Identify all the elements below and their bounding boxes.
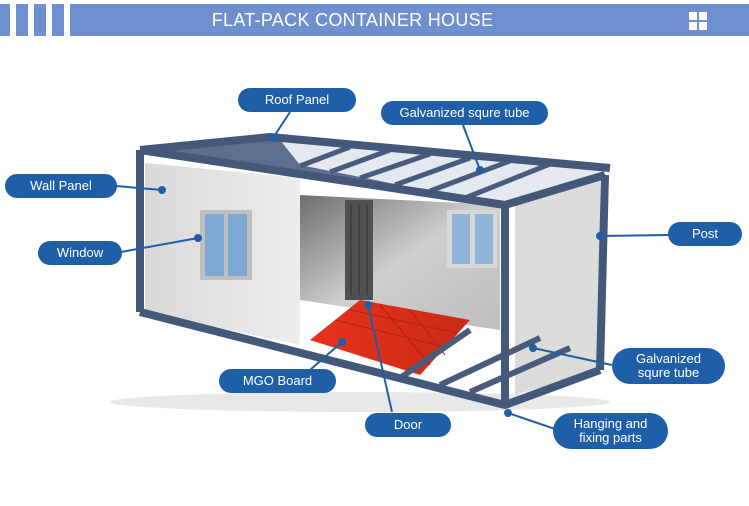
header-stripe	[34, 4, 46, 36]
label-roof-panel: Roof Panel	[238, 88, 356, 112]
roof-tubes	[299, 144, 551, 201]
header-stripe	[16, 4, 28, 36]
header-stripe	[52, 4, 64, 36]
roof-open-area	[280, 140, 610, 205]
label-line: Galvanized	[635, 351, 702, 366]
label-line: Hanging and	[573, 416, 648, 431]
label-line: squre tube	[637, 365, 700, 380]
label-door: Door	[365, 413, 451, 437]
floor-beams	[398, 327, 572, 395]
header-stripe	[0, 4, 10, 36]
label-hanging-fixing-parts: Hanging and fixing parts	[553, 413, 668, 449]
label-window: Window	[38, 241, 122, 265]
label-galvanized-tube-bottom: Galvanized squre tube	[612, 348, 725, 384]
grid-icon[interactable]	[689, 12, 707, 30]
page-title: FLAT-PACK CONTAINER HOUSE	[211, 10, 494, 30]
label-post: Post	[668, 222, 742, 246]
label-line: fixing parts	[579, 430, 642, 445]
label-wall-panel: Wall Panel	[5, 174, 117, 198]
header: FLAT-PACK CONTAINER HOUSE	[0, 0, 749, 40]
label-mgo-board: MGO Board	[219, 369, 336, 393]
header-bar	[70, 4, 749, 36]
label-galvanized-tube-top: Galvanized squre tube	[381, 101, 548, 125]
